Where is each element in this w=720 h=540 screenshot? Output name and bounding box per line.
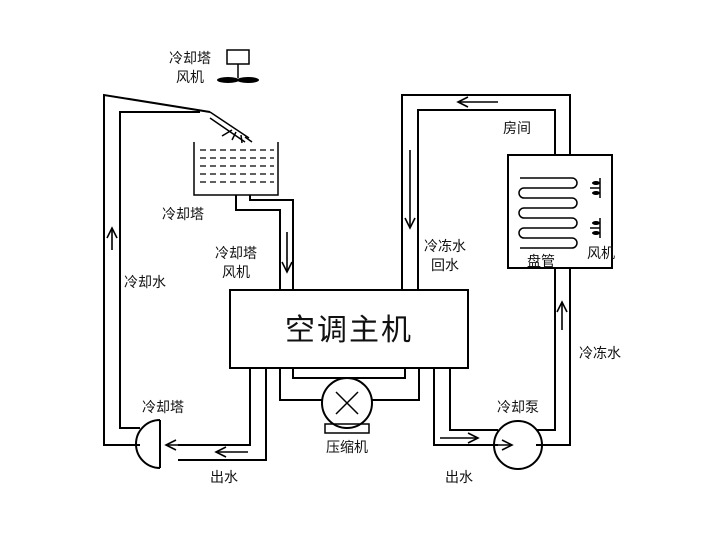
compressor: 压缩机: [279, 368, 420, 456]
chilled-water-label: 冷冻水: [579, 345, 621, 362]
compressor-label: 压缩机: [326, 440, 368, 456]
cooling-tower-pump-icon: [135, 419, 200, 469]
spray-nozzle-icon: [209, 111, 253, 144]
flow-arrow-icon: [106, 96, 568, 458]
cooling-pump-icon: [488, 420, 543, 470]
room-label: 房间: [503, 121, 531, 137]
cooling-tower-fan-label-line1: 冷却塔: [169, 51, 211, 67]
cooling-pump-label: 冷却泵: [497, 400, 539, 416]
coil-label: 盘管: [527, 253, 555, 270]
room-fan-icon: [590, 178, 601, 238]
cooling-tower-basin: [193, 142, 279, 196]
outlet-right-label: 出水: [445, 470, 473, 486]
cooling-tower-pump-label: 冷却塔: [142, 400, 184, 416]
cooling-tower-fan-icon: [217, 49, 259, 83]
chilled-water-pipe: [401, 94, 571, 446]
cooling-tower-fan-mid-label-line2: 风机: [222, 265, 250, 281]
main-unit-box: 空调主机: [229, 289, 469, 369]
cooling-water-pipe: [103, 93, 294, 461]
chilled-return-label-line1: 冷冻水: [424, 238, 466, 255]
main-unit-label: 空调主机: [285, 313, 413, 348]
chilled-return-label-line2: 回水: [431, 258, 459, 274]
cooling-tower-fan-mid-label-line1: 冷却塔: [215, 246, 257, 262]
cooling-tower-fan-label-line2: 风机: [176, 70, 204, 86]
outlet-left-label: 出水: [210, 470, 238, 486]
cooling-tower-label: 冷却塔: [162, 207, 204, 223]
room-fan-label: 风机: [587, 246, 615, 262]
coil-icon: [518, 177, 578, 249]
room-box: [507, 154, 613, 269]
cooling-water-label: 冷却水: [124, 275, 166, 291]
